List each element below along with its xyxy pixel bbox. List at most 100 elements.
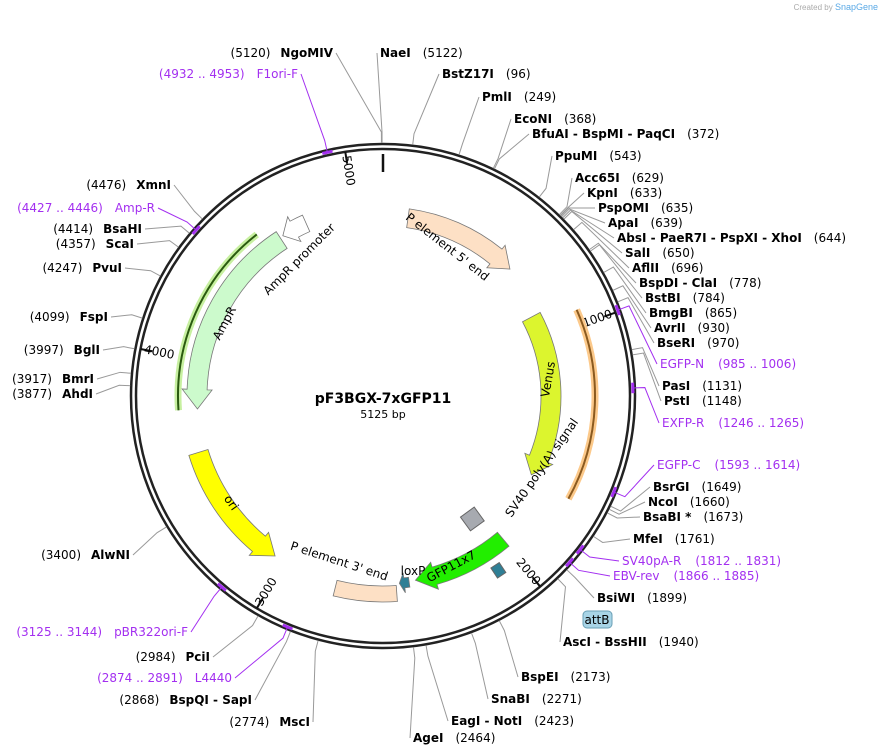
primer-leader-line	[234, 626, 289, 679]
enzyme-label[interactable]: NcoI(1660)	[648, 495, 730, 509]
enzyme-label[interactable]: AgeI(2464)	[413, 731, 495, 745]
enzyme-label[interactable]: BseRI(970)	[657, 336, 739, 350]
venus-arrow[interactable]	[521, 311, 562, 476]
enzyme-position: (96)	[506, 67, 531, 81]
primer-leader-line	[569, 561, 611, 577]
enzyme-name: BglI	[74, 343, 100, 357]
enzyme-name: EagI - NotI	[451, 714, 522, 728]
enzyme-leader-line	[312, 640, 319, 723]
enzyme-name: ApaI	[608, 216, 638, 230]
enzyme-label[interactable]: PasI(1131)	[662, 379, 742, 393]
enzyme-leader-line	[471, 632, 489, 700]
enzyme-label[interactable]: AvrII(930)	[654, 321, 730, 335]
enzyme-leader-line	[608, 501, 646, 515]
primer-label[interactable]: EBV-rev(1866 .. 1885)	[613, 569, 759, 583]
enzyme-label[interactable]: (3400)AlwNI	[41, 548, 130, 562]
enzyme-position: (3997)	[24, 343, 64, 357]
enzyme-position: (4099)	[30, 310, 70, 324]
p-element-3-end[interactable]	[332, 579, 398, 603]
enzyme-name: PstI	[664, 394, 690, 408]
attb-badge[interactable]: attB	[582, 610, 613, 629]
enzyme-leader-line	[563, 210, 623, 254]
scale-label: 5000	[339, 154, 357, 186]
enzyme-label[interactable]: (4357)ScaI	[56, 237, 134, 251]
enzyme-label[interactable]: PstI(1148)	[664, 394, 742, 408]
ori-arrow[interactable]	[188, 449, 276, 557]
enzyme-label[interactable]: (4099) FspI	[30, 310, 108, 324]
enzyme-label[interactable]: PmlI(249)	[482, 90, 556, 104]
enzyme-name: PspOMI	[598, 201, 649, 215]
primer-label[interactable]: EXFP-R(1246 .. 1265)	[662, 416, 804, 430]
primer-range: (1246 .. 1265)	[718, 416, 804, 430]
enzyme-label[interactable]: BstBI(784)	[645, 291, 725, 305]
enzyme-label[interactable]: ApaI(639)	[608, 216, 683, 230]
enzyme-name: AflII	[632, 261, 659, 275]
enzyme-label[interactable]: (4247) PvuI	[42, 261, 122, 275]
backbone-outer	[129, 142, 637, 650]
lox-p[interactable]	[398, 572, 411, 593]
primer-label[interactable]: SV40pA-R(1812 .. 1831)	[622, 554, 781, 568]
enzyme-name: PvuI	[92, 261, 122, 275]
enzyme-label[interactable]: AbsI - PaeR7I - PspXI - XhoI(644)	[617, 231, 846, 245]
enzyme-label[interactable]: NaeI(5122)	[380, 46, 463, 60]
primer-range: (1812 .. 1831)	[695, 554, 781, 568]
enzyme-leader-line	[409, 647, 416, 739]
primer-label[interactable]: (3125 .. 3144)pBR322ori-F	[16, 625, 188, 639]
enzyme-name: FspI	[80, 310, 108, 324]
enzyme-label[interactable]: BspDI - ClaI(778)	[639, 276, 761, 290]
primer-label[interactable]: EGFP-C(1593 .. 1614)	[657, 458, 800, 472]
enzyme-label[interactable]: MfeI(1761)	[633, 532, 715, 546]
enzyme-label[interactable]: AscI - BssHII(1940)	[563, 635, 699, 649]
enzyme-label[interactable]: (4476)XmnI	[86, 178, 171, 192]
sv40-box[interactable]	[490, 561, 507, 579]
enzyme-label[interactable]: EcoNI(368)	[514, 112, 596, 126]
scale-tick	[255, 597, 264, 609]
enzyme-position: (4247)	[42, 261, 82, 275]
enzyme-label[interactable]: BfuAI - BspMI - PaqCI(372)	[532, 127, 719, 141]
exfp-region-arc[interactable]	[567, 309, 596, 500]
enzyme-label[interactable]: (3877)AhdI	[12, 387, 93, 401]
enzyme-leader-line	[559, 192, 585, 216]
primer-label[interactable]: (4427 .. 4446)Amp-R	[17, 201, 155, 215]
gfp11x7-arrow[interactable]	[414, 531, 510, 590]
enzyme-label[interactable]: BsrGI(1649)	[653, 480, 741, 494]
primer-label[interactable]: (4932 .. 4953)F1ori-F	[159, 67, 298, 81]
sv40-polya-signal[interactable]	[459, 506, 485, 532]
primer-name: Amp-R	[115, 201, 155, 215]
enzyme-label[interactable]: (4414)BsaHI	[53, 222, 142, 236]
enzyme-label[interactable]: KpnI(633)	[587, 186, 662, 200]
primer-label[interactable]: EGFP-N(985 .. 1006)	[660, 357, 796, 371]
ampr-promoter[interactable]	[282, 214, 311, 243]
enzyme-label[interactable]: (3917)BmrI	[12, 372, 94, 386]
enzyme-label[interactable]: BspEI(2173)	[521, 670, 610, 684]
enzyme-name: NaeI	[380, 46, 411, 60]
enzyme-leader-line	[498, 620, 519, 678]
enzyme-label[interactable]: PpuMI(543)	[555, 149, 642, 163]
scale-label: 4000	[143, 342, 176, 362]
enzyme-label[interactable]: BstZ17I(96)	[442, 67, 531, 81]
enzyme-label[interactable]: BsaBI *(1673)	[643, 510, 743, 524]
enzyme-label[interactable]: (5120)NgoMIV	[231, 46, 334, 60]
enzyme-label[interactable]: Acc65I(629)	[575, 171, 664, 185]
ampr-arrow[interactable]	[181, 231, 288, 410]
enzyme-leader-line	[560, 207, 596, 217]
enzyme-label[interactable]: EagI - NotI(2423)	[451, 714, 574, 728]
enzyme-label[interactable]: SalI(650)	[625, 246, 695, 260]
enzyme-label[interactable]: (2774)MscI	[229, 715, 310, 729]
enzyme-label[interactable]: AflII(696)	[632, 261, 703, 275]
enzyme-name: BsaHI	[103, 222, 142, 236]
enzyme-label[interactable]: (2984)PciI	[136, 650, 210, 664]
snapgene-credit: Created by SnapGene	[793, 2, 878, 12]
p-element-5-end[interactable]	[406, 208, 511, 270]
enzyme-label[interactable]: (2868)BspQI - SapI	[119, 693, 252, 707]
enzyme-position: (3400)	[41, 548, 81, 562]
enzyme-label[interactable]: BmgBI(865)	[649, 306, 737, 320]
ampr-arc[interactable]	[177, 233, 258, 411]
primer-label[interactable]: (2874 .. 2891)L4440	[97, 671, 232, 685]
enzyme-label[interactable]: (3997) BglI	[24, 343, 100, 357]
enzyme-label[interactable]: SnaBI(2271)	[491, 692, 582, 706]
enzyme-label[interactable]: PspOMI(635)	[598, 201, 693, 215]
enzyme-label[interactable]: BsiWI(1899)	[597, 591, 687, 605]
plasmid-length: 5125 bp	[360, 408, 405, 421]
